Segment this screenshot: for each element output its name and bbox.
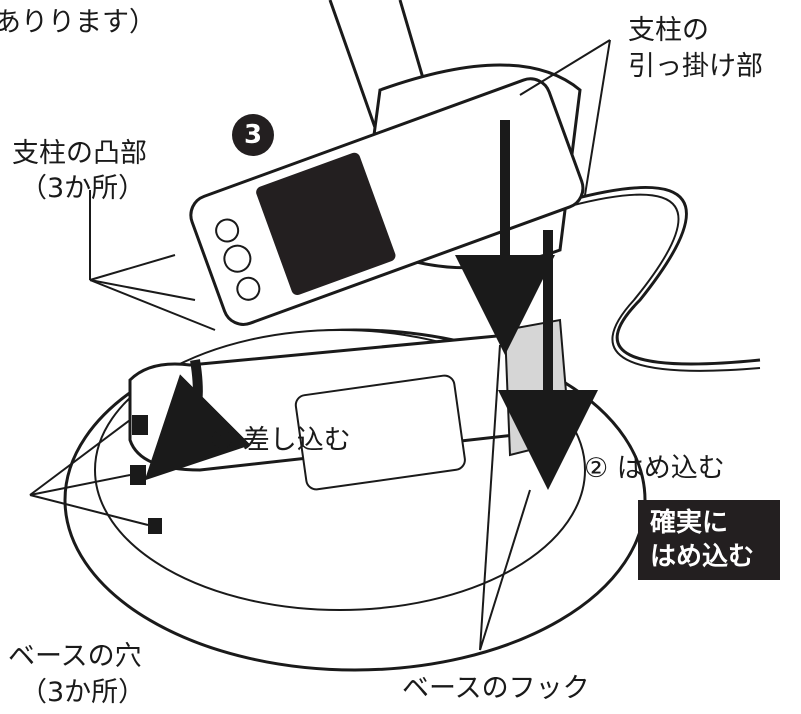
leader-line (29, 474, 131, 496)
base-hole (148, 518, 162, 534)
leader-line (29, 419, 131, 496)
display-screen (256, 152, 396, 296)
insert-arrow (144, 359, 251, 481)
step3-badge: 3 (232, 114, 274, 156)
power-cord (569, 186, 761, 366)
base-holes-label-line1: ベースの穴 (8, 641, 142, 672)
step1-label: ① 差し込む (210, 425, 351, 456)
control-panel (189, 77, 585, 326)
base-hole (132, 415, 148, 435)
leader-line (89, 279, 196, 301)
leader-line (519, 39, 611, 96)
panel-button (215, 218, 240, 243)
callout-line2: はめ込む (650, 542, 755, 572)
callout-line1: 確実に (650, 508, 729, 538)
top-left-fragment-label: ありります） (0, 7, 156, 38)
pillar-bump-label-line2: （3か所） (20, 173, 146, 204)
callout-badge: 確実に はめ込む (638, 500, 780, 580)
pillar-hook-label-line2: 引っ掛け部 (628, 51, 763, 82)
pillar-bump-label-line1: 支柱の凸部 (12, 138, 147, 169)
step2-label: ② はめ込む (584, 453, 725, 484)
panel-button (236, 276, 261, 301)
leader-line (479, 489, 531, 651)
leader-line (89, 254, 176, 281)
base-hook-label: ベースのフック (402, 673, 590, 704)
receptacle-cavity (294, 374, 466, 491)
base-holes-label-line2: （3か所） (20, 677, 146, 708)
power-cord-inner (569, 193, 761, 372)
hook-slot-fill (503, 318, 572, 457)
leader-line (479, 344, 501, 651)
leader-line (584, 39, 611, 196)
leader-line (29, 494, 149, 526)
panel-button (223, 244, 252, 273)
pillar-hook-label-line1: 支柱の (628, 15, 709, 46)
leader-line (89, 279, 216, 331)
base-hole (130, 465, 146, 485)
